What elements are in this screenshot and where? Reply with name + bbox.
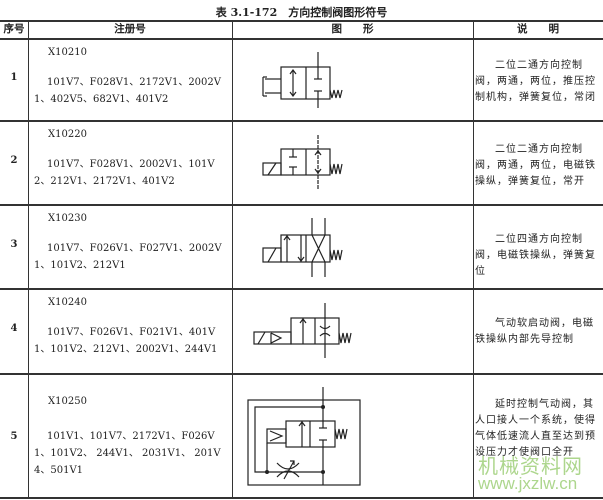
valve-symbol-4 (253, 303, 352, 358)
reg-list: 101V7、F026V1、F021V1、401V1、101V2、212V1、20… (34, 327, 218, 355)
rule (0, 20, 603, 22)
reg-code: X10220 (48, 129, 87, 140)
row-5-reg: X10250 101V1、101V7、2172V1、F026V1、101V2、 … (34, 373, 228, 497)
rule (0, 288, 603, 290)
table-title: 表 3.1-172 方向控制阀图形符号 (215, 6, 388, 19)
watermark-url: www.jxzlw.cn (478, 474, 578, 493)
row-5-seq: 5 (10, 431, 18, 442)
valve-symbol-1 (262, 52, 343, 108)
header-desc: 说 明 (517, 23, 559, 35)
rule (28, 20, 30, 499)
row-3-desc: 二位四通方向控制阀，电磁铁操纵，弹簧复位 (475, 234, 596, 277)
header-fig: 图 形 (331, 23, 374, 35)
reg-code: X10250 (48, 396, 87, 407)
row-2-seq: 2 (10, 155, 18, 166)
rule (0, 204, 603, 206)
reg-list: 101V1、101V7、2172V1、F026V1、101V2、 244V1、 … (34, 431, 221, 476)
row-4-seq: 4 (10, 323, 18, 334)
rule (0, 497, 603, 499)
row-1-desc: 二位二通方向控制阀，两通，两位，推压控制机构，弹簧复位，常闭 (475, 60, 596, 103)
row-1-reg: X10210 101V7、F028V1、2172V1、2002V1、402V5、… (34, 38, 228, 120)
row-4-desc: 气动软启动阀，电磁铁操纵内部先导控制 (475, 318, 594, 345)
valve-symbol-2 (262, 135, 343, 190)
row-1-seq: 1 (10, 72, 18, 83)
header-reg: 注册号 (114, 23, 146, 35)
reg-code: X10240 (48, 297, 87, 308)
rule (0, 120, 603, 122)
row-3-seq: 3 (10, 239, 18, 250)
valve-symbol-3 (262, 218, 343, 277)
reg-list: 101V7、F028V1、2002V1、101V2、212V1、2172V1、4… (34, 159, 215, 187)
header-seq: 序号 (3, 23, 25, 35)
reg-list: 101V7、F028V1、2172V1、2002V1、402V5、682V1、4… (34, 77, 221, 105)
rule (473, 20, 475, 499)
valve-symbol-5 (247, 387, 361, 486)
row-2-reg: X10220 101V7、F028V1、2002V1、101V2、212V1、2… (34, 120, 228, 204)
row-2-desc: 二位二通方向控制阀，两通，两位，电磁铁操纵，弹簧复位，常开 (475, 144, 596, 187)
reg-code: X10210 (48, 47, 87, 58)
row-5-desc: 延时控制气动阀，其人口接人一个系统，使得气体低速流人直至达到预设压力才使阀口全开 (475, 399, 596, 458)
reg-list: 101V7、F026V1、F027V1、2002V1、101V2、212V1 (34, 243, 222, 271)
row-3-reg: X10230 101V7、F026V1、F027V1、2002V1、101V2、… (34, 204, 228, 288)
reg-code: X10230 (48, 213, 87, 224)
rule (232, 20, 234, 499)
watermark-title: 机械资料网 (478, 456, 583, 478)
row-4-reg: X10240 101V7、F026V1、F021V1、401V1、101V2、2… (34, 288, 228, 373)
rule (0, 38, 603, 40)
rule (0, 373, 603, 375)
